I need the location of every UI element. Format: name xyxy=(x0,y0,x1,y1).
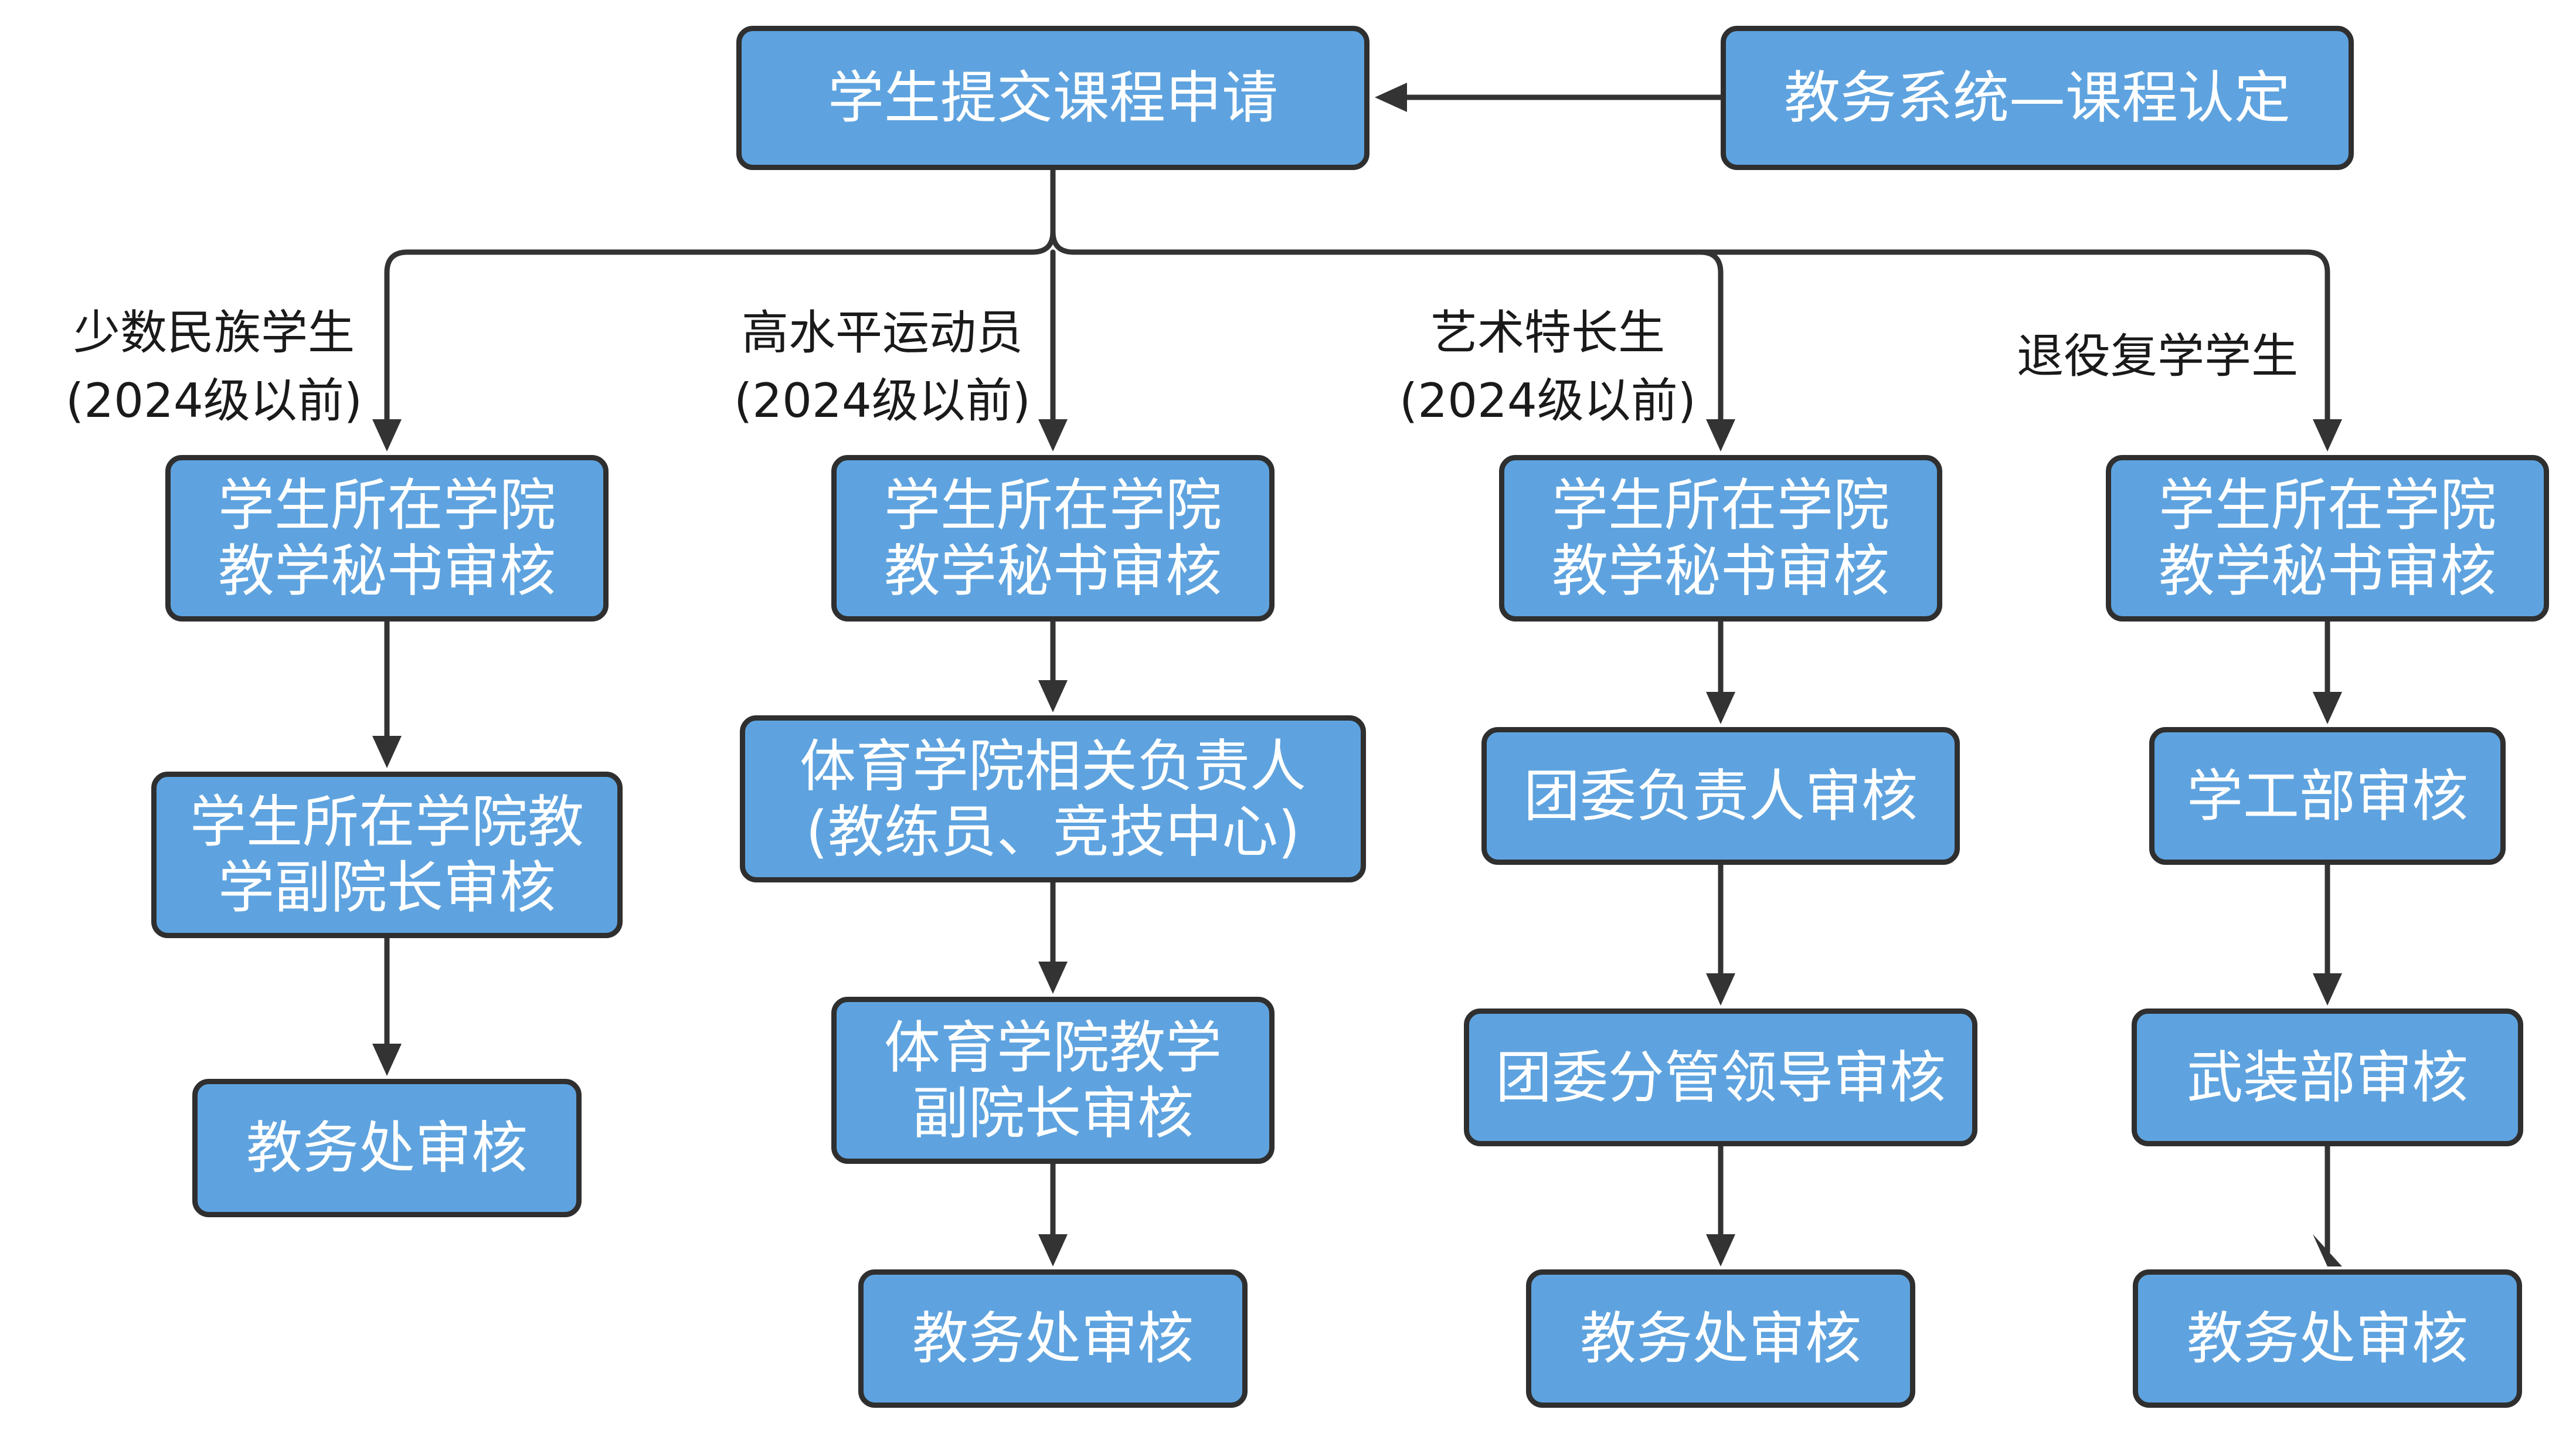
branch-label-3: 艺术特长生 (2024级以前) xyxy=(1381,299,1715,435)
arrowhead-c1-step2 xyxy=(372,736,402,768)
arrowhead-c2-step1 xyxy=(1038,419,1068,451)
node-c4-student-affairs-review: 学工部审核 xyxy=(2149,727,2506,865)
branch-label-line1: 少数民族学生 xyxy=(73,305,355,360)
arrowhead-submit xyxy=(1375,83,1407,112)
node-text-line2: 教学秘书审核 xyxy=(218,538,556,604)
node-c4-secretary-review: 学生所在学院教学秘书审核 xyxy=(2106,455,2549,622)
node-text: 教务处审核 xyxy=(912,1306,1194,1371)
node-text: 学生提交课程申请 xyxy=(828,65,1278,131)
branch-label-line2: (2024级以前) xyxy=(65,373,362,428)
arrowhead-c3-step2 xyxy=(1706,692,1735,724)
node-text-line1: 学生所在学院 xyxy=(1552,473,1889,538)
node-text-line2: 教学秘书审核 xyxy=(1552,538,1889,604)
node-c1-secretary-review: 学生所在学院教学秘书审核 xyxy=(165,455,609,622)
node-text-line2: 学副院长审核 xyxy=(218,855,556,921)
node-text-line2: (教练员、竞技中心) xyxy=(806,799,1300,865)
node-text: 武装部审核 xyxy=(2187,1044,2468,1111)
node-submit-application: 学生提交课程申请 xyxy=(736,26,1369,170)
node-c2-academic-affairs-review: 教务处审核 xyxy=(858,1269,1248,1408)
node-c2-sports-vice-dean-review: 体育学院教学副院长审核 xyxy=(831,997,1275,1164)
connector-branch-4 xyxy=(1697,249,2330,434)
branch-label-line1: 退役复学学生 xyxy=(2017,329,2298,383)
arrowhead-c2-step3 xyxy=(1038,962,1068,994)
arrowhead-c4-step1 xyxy=(2313,419,2342,451)
node-c3-league-leader-review: 团委分管领导审核 xyxy=(1464,1008,1977,1146)
node-c3-secretary-review: 学生所在学院教学秘书审核 xyxy=(1499,455,1942,622)
node-text: 教务处审核 xyxy=(1580,1306,1861,1371)
node-c4-armed-forces-review: 武装部审核 xyxy=(2132,1008,2523,1146)
node-c3-academic-affairs-review: 教务处审核 xyxy=(1526,1269,1915,1408)
arrowhead-c4-step2 xyxy=(2313,692,2342,724)
node-c1-vice-dean-review: 学生所在学院教学副院长审核 xyxy=(151,772,623,938)
arrowhead-c4-step3 xyxy=(2313,973,2342,1006)
arrowhead-c2-final xyxy=(1038,1234,1068,1266)
node-text-line2: 教学秘书审核 xyxy=(884,538,1222,604)
branch-label-line1: 高水平运动员 xyxy=(742,305,1023,360)
node-course-system: 教务系统—课程认定 xyxy=(1721,26,2354,170)
branch-label-line1: 艺术特长生 xyxy=(1430,305,1665,360)
branch-label-1: 少数民族学生 (2024级以前) xyxy=(47,299,381,435)
branch-label-4: 退役复学学生 xyxy=(1993,322,2322,390)
node-c4-academic-affairs-review: 教务处审核 xyxy=(2133,1269,2522,1408)
arrowhead-c3-final xyxy=(1706,1234,1735,1266)
node-text-line2: 教学秘书审核 xyxy=(2159,538,2496,604)
arrowhead-c1-step1 xyxy=(372,419,402,451)
node-text-line1: 学生所在学院 xyxy=(2159,473,2496,538)
node-text: 教务处审核 xyxy=(246,1115,528,1181)
arrowhead-c3-step3 xyxy=(1706,973,1735,1006)
node-text-line1: 学生所在学院 xyxy=(884,473,1222,538)
branch-label-line2: (2024级以前) xyxy=(1399,373,1696,428)
node-text-line1: 学生所在学院教 xyxy=(190,789,584,855)
node-c3-youth-league-review: 团委负责人审核 xyxy=(1481,727,1960,865)
node-text: 学工部审核 xyxy=(2187,763,2468,829)
arrowhead-c2-step2 xyxy=(1038,680,1068,712)
node-text-line1: 体育学院教学 xyxy=(884,1014,1222,1081)
branch-label-line2: (2024级以前) xyxy=(733,373,1031,428)
branch-label-2: 高水平运动员 (2024级以前) xyxy=(715,299,1049,435)
arrowhead-c1-final xyxy=(372,1044,402,1076)
node-c2-sports-coach-review: 体育学院相关负责人(教练员、竞技中心) xyxy=(740,715,1366,882)
node-text-line1: 学生所在学院 xyxy=(218,473,556,538)
node-text: 团委分管领导审核 xyxy=(1496,1044,1946,1111)
node-c2-secretary-review: 学生所在学院教学秘书审核 xyxy=(831,455,1275,622)
arrowhead-c4-final xyxy=(2313,1234,2342,1266)
node-c1-academic-affairs-review: 教务处审核 xyxy=(192,1079,582,1217)
node-text: 教务系统—课程认定 xyxy=(1784,65,2290,131)
node-text: 教务处审核 xyxy=(2187,1306,2468,1371)
arrowhead-c3-step1 xyxy=(1706,419,1735,451)
node-text-line1: 体育学院相关负责人 xyxy=(800,733,1306,799)
node-text: 团委负责人审核 xyxy=(1524,763,1918,829)
node-text-line2: 副院长审核 xyxy=(912,1080,1194,1146)
